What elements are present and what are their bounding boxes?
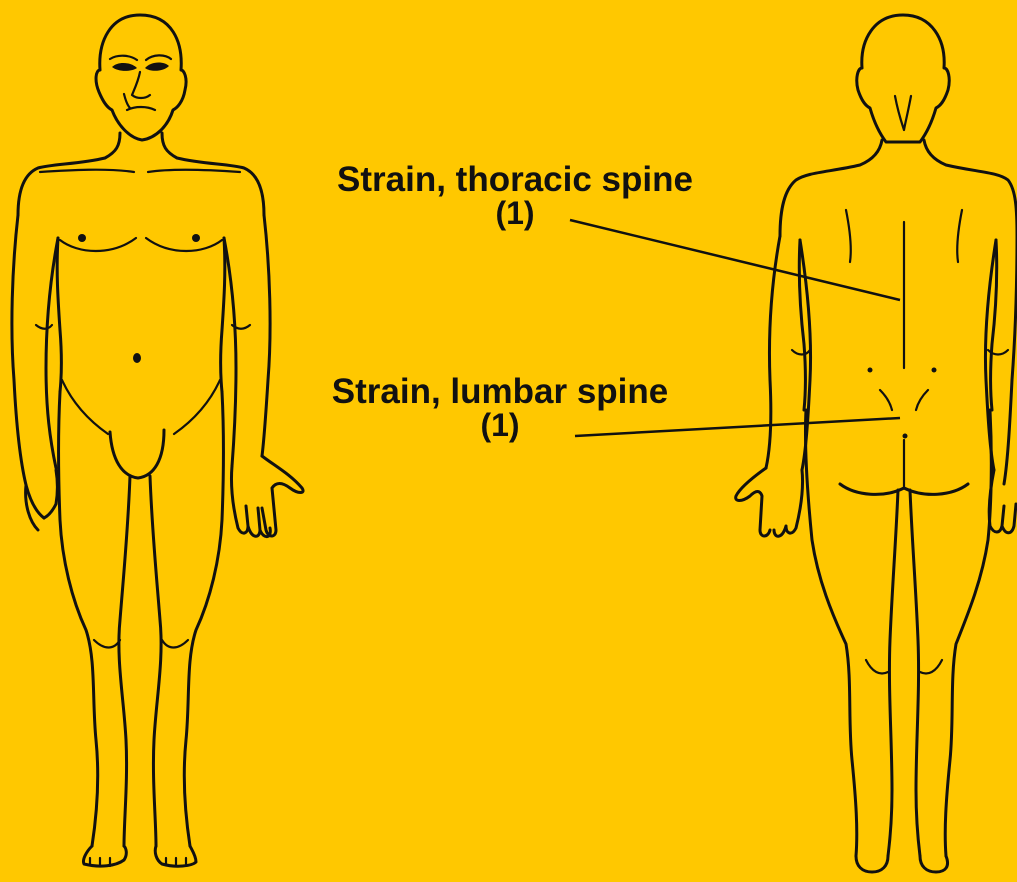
- back-view-figure: [736, 15, 1017, 872]
- thoracic-spine-count: (1): [290, 197, 740, 229]
- lumbar-spine-label-text: Strain, lumbar spine: [290, 374, 710, 409]
- thoracic-spine-label-text: Strain, thoracic spine: [290, 162, 740, 197]
- thoracic-spine-label: Strain, thoracic spine (1): [290, 162, 740, 229]
- lumbar-spine-label: Strain, lumbar spine (1): [290, 374, 710, 441]
- front-view-figure: [12, 15, 303, 866]
- lumbar-spine-count: (1): [290, 409, 710, 441]
